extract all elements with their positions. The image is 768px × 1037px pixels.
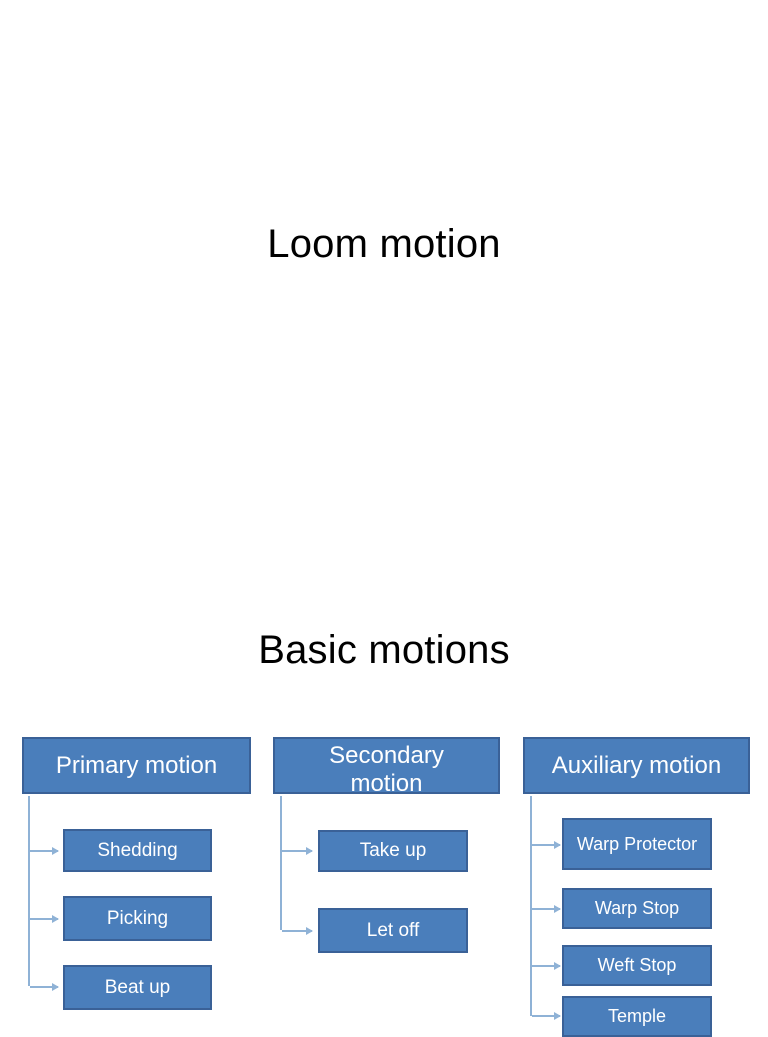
node-label: Auxiliary motion <box>551 751 722 779</box>
node-label: Warp Protector <box>576 833 698 854</box>
node-temple[interactable]: Temple <box>562 996 712 1037</box>
node-label: Primary motion <box>55 751 218 779</box>
connector-arrow-temple <box>532 1012 561 1020</box>
connector-arrow-take-up <box>282 847 313 855</box>
connector-spine-auxiliary <box>530 796 532 1016</box>
node-beat-up[interactable]: Beat up <box>63 965 212 1010</box>
node-label: Temple <box>607 1006 667 1027</box>
section-title: Basic motions <box>258 628 510 672</box>
node-secondary-motion[interactable]: Secondary motion <box>273 737 500 797</box>
connector-arrow-shedding <box>30 847 59 855</box>
node-label: Secondary motion <box>329 741 444 797</box>
node-warp-stop[interactable]: Warp Stop <box>562 888 712 929</box>
node-label: Let off <box>366 919 420 941</box>
connector-spine-secondary <box>280 796 282 930</box>
node-take-up[interactable]: Take up <box>318 830 468 872</box>
node-weft-stop[interactable]: Weft Stop <box>562 945 712 986</box>
node-picking[interactable]: Picking <box>63 896 212 941</box>
connector-arrow-warp-protector <box>532 841 561 849</box>
node-warp-protector[interactable]: Warp Protector <box>562 818 712 870</box>
connector-arrow-let-off <box>282 927 313 935</box>
page-title: Loom motion <box>267 222 501 266</box>
node-let-off[interactable]: Let off <box>318 908 468 953</box>
connector-arrow-picking <box>30 915 59 923</box>
connector-spine-primary <box>28 796 30 986</box>
node-label: Beat up <box>104 976 171 998</box>
node-label: Picking <box>106 907 169 929</box>
connector-arrow-weft-stop <box>532 962 561 970</box>
connector-arrow-beat-up <box>30 983 59 991</box>
node-label: Warp Stop <box>594 898 680 919</box>
connector-arrow-warp-stop <box>532 905 561 913</box>
node-shedding[interactable]: Shedding <box>63 829 212 872</box>
node-label: Take up <box>359 840 427 862</box>
node-auxiliary-motion[interactable]: Auxiliary motion <box>523 737 750 794</box>
node-label: Shedding <box>97 839 178 861</box>
node-label: Weft Stop <box>597 955 677 976</box>
node-primary-motion[interactable]: Primary motion <box>22 737 251 794</box>
